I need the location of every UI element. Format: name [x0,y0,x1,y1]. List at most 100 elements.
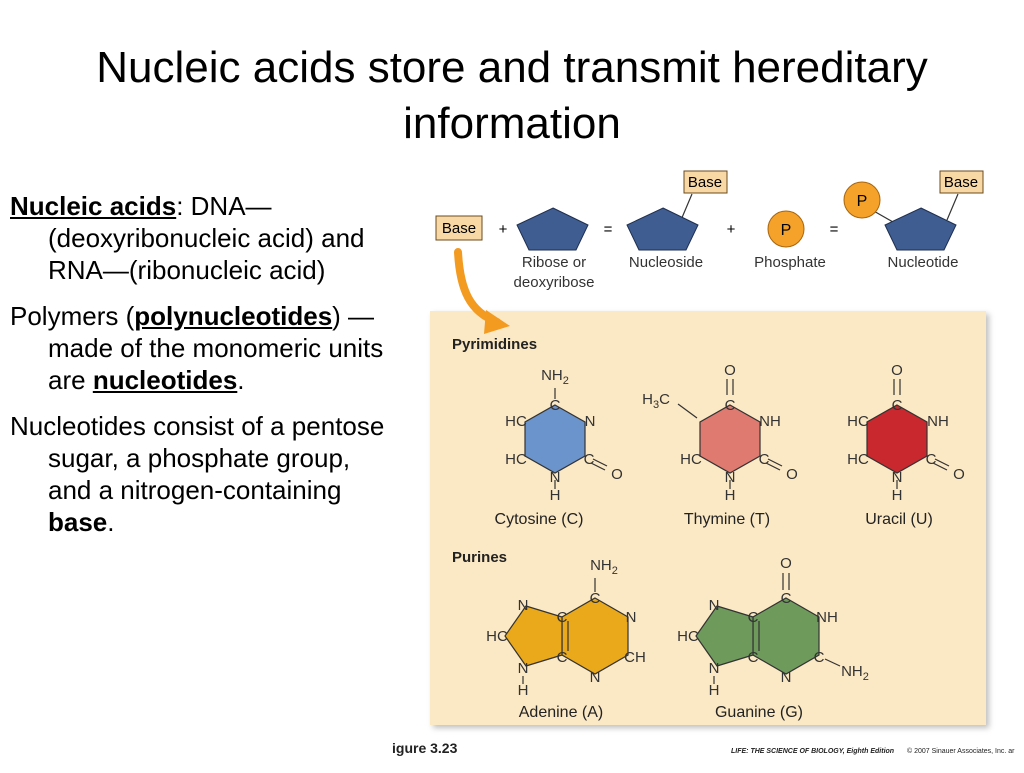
thymine-c4: C [725,397,736,414]
phosphate-icon [767,210,805,248]
equals-sign-2: = [830,221,839,238]
figure-reference: igure 3.23 [392,740,458,756]
guanine-c6: C [781,590,792,607]
guanine-nh2: NH [841,663,863,680]
svg-text:NH2: NH2 [590,557,618,577]
base-label-2: Base [688,174,722,191]
thymine-o4: O [724,362,736,379]
nucleoside-bond-line [680,193,693,221]
adenine-ch: CH [624,649,646,666]
sugar-label-line-1: Ribose or [522,254,586,271]
thymine-h3c-h: H [642,391,653,408]
purines-heading: Purines [452,549,507,566]
thymine-nh: NH [759,413,781,430]
nucleotide-bond-line [946,193,959,221]
adenine-nh2-sub: 2 [612,565,618,577]
guanine-c2: C [814,649,825,666]
thymine-h3c-sub: 3 [653,399,659,411]
adenine-nh2: NH [590,557,612,574]
nucleotide-sugar-icon [884,207,957,251]
guanine-hc8: HC [677,628,699,645]
base-box-3: Base [939,170,984,194]
cytosine-c2: C [584,451,595,468]
sugar-label-line-2: deoxyribose [514,274,595,291]
nucleotides-text-end: . [107,507,115,537]
adenine-hc8: HC [486,628,508,645]
term-base: base [48,507,108,537]
cytosine-nh2-sub: 2 [563,375,569,387]
paragraph-nucleic-acids: Nucleic acids: DNA—(deoxyribonucleic aci… [10,190,390,286]
svg-text:NH2: NH2 [541,367,569,387]
nucleotides-text-start: Nucleotides consist of a pentose sugar, … [10,411,385,505]
nucleotide-label: Nucleotide [888,254,959,271]
pyrimidines-heading: Pyrimidines [452,336,537,353]
nucleotide-phosphate-letter: P [857,193,868,210]
polymers-text-start: Polymers ( [10,301,135,331]
uracil-label: Uracil (U) [865,511,933,528]
paragraph-nucleotides: Nucleotides consist of a pentose sugar, … [10,410,390,538]
nucleotide-phosphate-icon [843,181,881,219]
guanine-c5: C [748,609,759,626]
term-nucleic-acids: Nucleic acids [10,191,177,221]
guanine-nh: NH [816,609,838,626]
polymers-text-end: . [237,365,245,395]
nucleotide-figure: Base + Ribose or deoxyribose = Base Nucl… [390,165,1024,768]
phosphate-letter: P [781,222,792,239]
cytosine-nh2: NH [541,367,563,384]
guanine-n7: N [709,597,720,614]
adenine-c6: C [590,590,601,607]
guanine-c4: C [748,649,759,666]
caption-copyright: © 2007 Sinauer Associates, Inc. ar [907,747,1015,755]
cytosine-hc5: HC [505,413,527,430]
svg-text:NH2: NH2 [841,663,869,683]
thymine-hc6: HC [680,451,702,468]
arrow-down-icon [484,310,510,334]
cytosine-structure: NH2 C N HC HC C O N H [505,367,623,504]
uracil-h: H [892,487,903,504]
guanine-label: Guanine (G) [715,704,803,721]
base-box-1: Base [435,215,483,241]
thymine-o2: O [786,466,798,483]
thymine-structure: O H3C C NH HC C O N H [642,362,798,504]
ribose-sugar-icon [516,207,589,251]
thymine-h: H [725,487,736,504]
svg-text:H3C: H3C [642,391,670,411]
guanine-n3: N [781,669,792,686]
guanine-n9: N [709,660,720,677]
plus-sign-2: + [727,221,736,238]
equals-sign-1: = [604,221,613,238]
adenine-n1: N [626,609,637,626]
uracil-nh: NH [927,413,949,430]
cytosine-h: H [550,487,561,504]
polymers-text-middle: ) — made of the monomeric units are [48,301,384,395]
cytosine-hc6: HC [505,451,527,468]
uracil-n1: N [892,469,903,486]
guanine-h: H [709,682,720,699]
uracil-hc6: HC [847,451,869,468]
cytosine-n1: N [550,469,561,486]
figure-svg: Base + Ribose or deoxyribose = Base Nucl… [392,170,1015,756]
slide-title: Nucleic acids store and transmit heredit… [96,43,928,148]
thymine-n1: N [725,469,736,486]
cytosine-c4: C [550,397,561,414]
nucleic-acids-definition: : DNA—(deoxyribonucleic acid) and RNA—(r… [48,191,365,285]
body-text: Nucleic acids: DNA—(deoxyribonucleic aci… [10,190,390,552]
base-label-1: Base [442,220,476,237]
uracil-hc5: HC [847,413,869,430]
guanine-nh2-sub: 2 [863,671,869,683]
guanine-o6: O [780,555,792,572]
thymine-c2: C [759,451,770,468]
base-label-3: Base [944,174,978,191]
adenine-n7: N [518,597,529,614]
phosphate-label: Phosphate [754,254,826,271]
caption-source-title: LIFE: THE SCIENCE OF BIOLOGY, Eighth Edi… [731,748,894,755]
adenine-structure: NH2 C N CH N C C N HC N H [486,557,646,699]
adenine-n3: N [590,669,601,686]
adenine-h: H [518,682,529,699]
nucleoside-sugar-icon [626,207,699,251]
thymine-h3c-c: C [659,391,670,408]
adenine-c4: C [557,649,568,666]
uracil-c2: C [926,451,937,468]
term-polynucleotides: polynucleotides [134,301,333,331]
adenine-label: Adenine (A) [519,704,604,721]
